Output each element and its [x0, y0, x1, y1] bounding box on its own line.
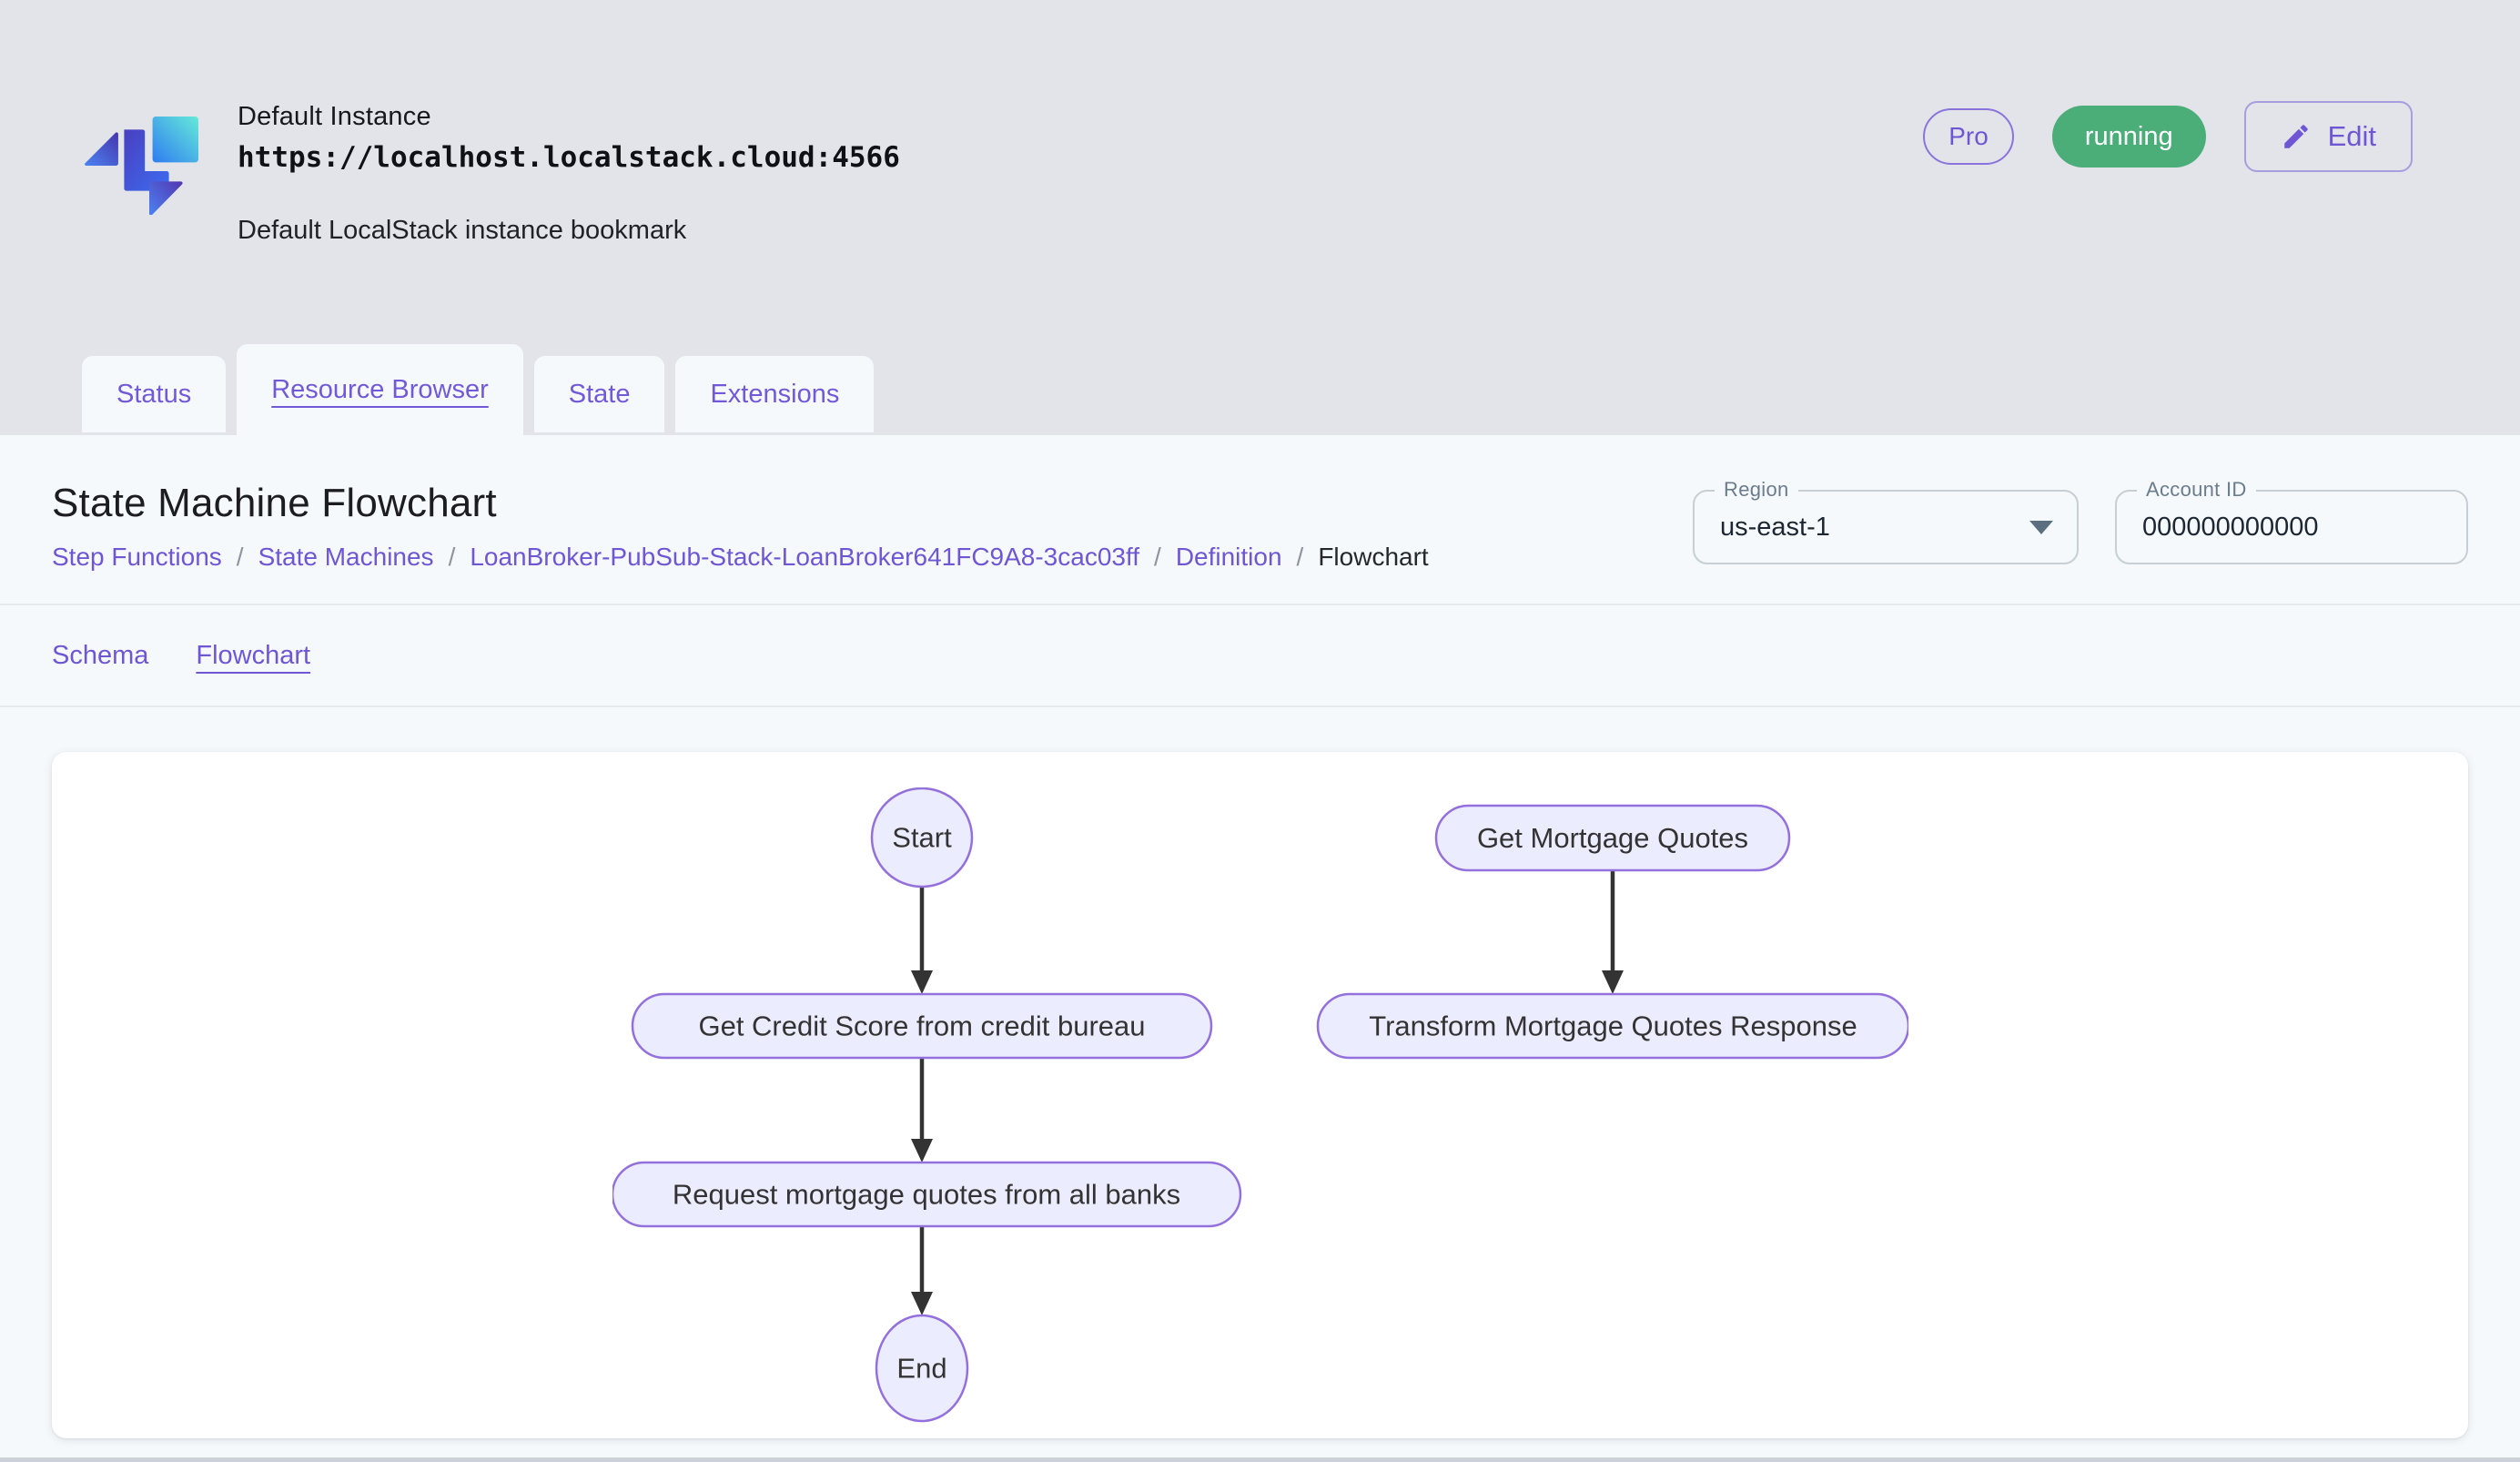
flow-node-label: Get Mortgage Quotes: [1476, 822, 1747, 854]
resource-browser-panel: State Machine Flowchart Step Functions /…: [0, 435, 2520, 1462]
flow-arrowhead-icon: [910, 970, 933, 994]
flow-node-request-mortgage-quotes: Request mortgage quotes from all banks: [612, 1161, 1241, 1228]
breadcrumb-definition[interactable]: Definition: [1175, 543, 1282, 571]
breadcrumb-flowchart: Flowchart: [1318, 543, 1429, 571]
page-title: State Machine Flowchart: [52, 481, 497, 525]
tab-resource-browser[interactable]: Resource Browser: [237, 344, 523, 435]
status-badge: running: [2051, 106, 2206, 168]
region-value: us-east-1: [1720, 512, 1830, 542]
flow-node-end: End: [875, 1314, 968, 1423]
flow-node-get-mortgage-quotes: Get Mortgage Quotes: [1434, 804, 1790, 872]
bottom-edge: [0, 1457, 2520, 1462]
subtab-schema[interactable]: Schema: [52, 640, 149, 670]
tab-state[interactable]: State: [533, 356, 665, 432]
account-id-input[interactable]: [2117, 492, 2466, 563]
flow-node-start: Start: [870, 787, 973, 888]
subtab-flowchart[interactable]: Flowchart: [196, 640, 311, 670]
edit-button[interactable]: Edit: [2243, 101, 2413, 172]
pencil-icon: [2281, 121, 2312, 152]
pro-badge: Pro: [1923, 108, 2014, 165]
localstack-logo: [84, 95, 198, 219]
tab-status[interactable]: Status: [82, 356, 227, 432]
breadcrumb: Step Functions / State Machines / LoanBr…: [52, 543, 1429, 571]
page-toolbar: State Machine Flowchart Step Functions /…: [0, 435, 2520, 605]
instance-header: Default Instance https://localhost.local…: [0, 0, 2520, 435]
instance-url: https://localhost.localstack.cloud:4566: [238, 141, 900, 174]
flow-arrowhead-icon: [910, 1139, 933, 1162]
flow-arrowhead-icon: [910, 1292, 933, 1315]
flow-node-get-credit-score: Get Credit Score from credit bureau: [631, 992, 1212, 1060]
flow-arrowhead-icon: [1601, 970, 1624, 994]
account-id-label: Account ID: [2137, 478, 2256, 502]
flow-node-label: Get Credit Score from credit bureau: [698, 1010, 1145, 1042]
definition-subtabs: Schema Flowchart: [0, 605, 2520, 707]
account-id-field: Account ID: [2115, 478, 2468, 564]
flow-node-label: Request mortgage quotes from all banks: [672, 1179, 1179, 1211]
breadcrumb-state-machine-name[interactable]: LoanBroker-PubSub-Stack-LoanBroker641FC9…: [470, 543, 1140, 571]
breadcrumb-step-functions[interactable]: Step Functions: [52, 543, 222, 571]
chevron-down-icon: [2029, 521, 2053, 534]
region-label: Region: [1715, 478, 1798, 502]
region-select[interactable]: Region us-east-1: [1693, 478, 2079, 564]
main-tabs: Status Resource Browser State Extensions: [82, 344, 875, 435]
flow-node-label: End: [896, 1353, 946, 1385]
flow-node-transform-mortgage-quotes-response: Transform Mortgage Quotes Response: [1316, 992, 1908, 1060]
tab-extensions[interactable]: Extensions: [675, 356, 875, 432]
flow-node-label: Start: [892, 822, 952, 854]
instance-title: Default Instance: [238, 102, 431, 131]
flow-node-label: Transform Mortgage Quotes Response: [1369, 1010, 1857, 1042]
instance-description: Default LocalStack instance bookmark: [238, 216, 687, 245]
breadcrumb-state-machines[interactable]: State Machines: [258, 543, 434, 571]
